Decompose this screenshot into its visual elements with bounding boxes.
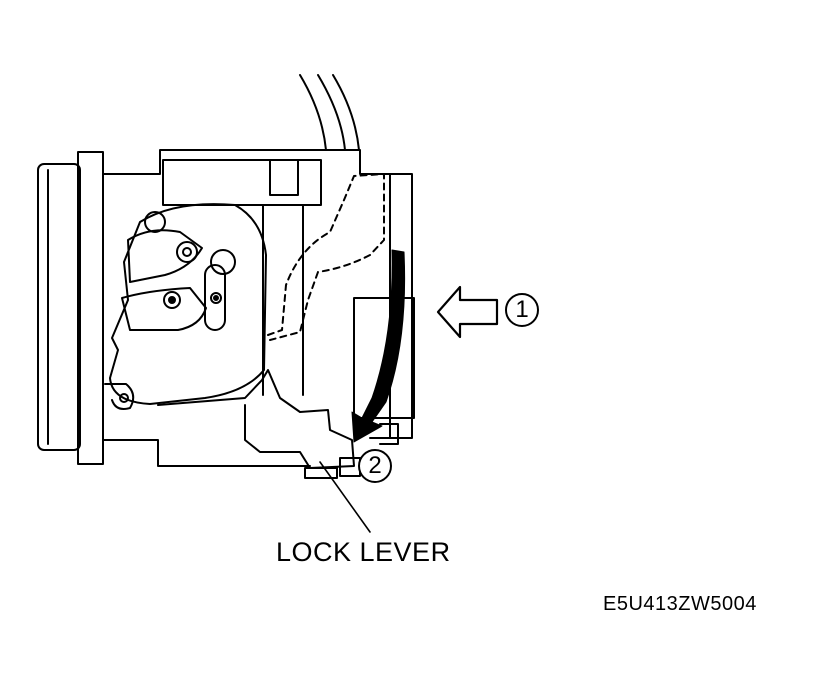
callout-2: 2 <box>358 449 392 483</box>
lock-lever-label: LOCK LEVER <box>276 537 451 567</box>
cable <box>299 74 360 151</box>
left-flange <box>37 151 104 465</box>
lock-lever <box>157 369 399 479</box>
hollow-arrow-icon <box>436 285 499 339</box>
hidden-lever-outline <box>267 173 385 341</box>
callout-1: 1 <box>505 293 539 327</box>
throttle-body <box>102 149 415 467</box>
throttle-cam <box>104 203 267 410</box>
curved-arrow-icon <box>351 249 406 443</box>
lock-lever-leader <box>319 461 371 533</box>
figure-code: E5U413ZW5004 <box>603 593 757 615</box>
